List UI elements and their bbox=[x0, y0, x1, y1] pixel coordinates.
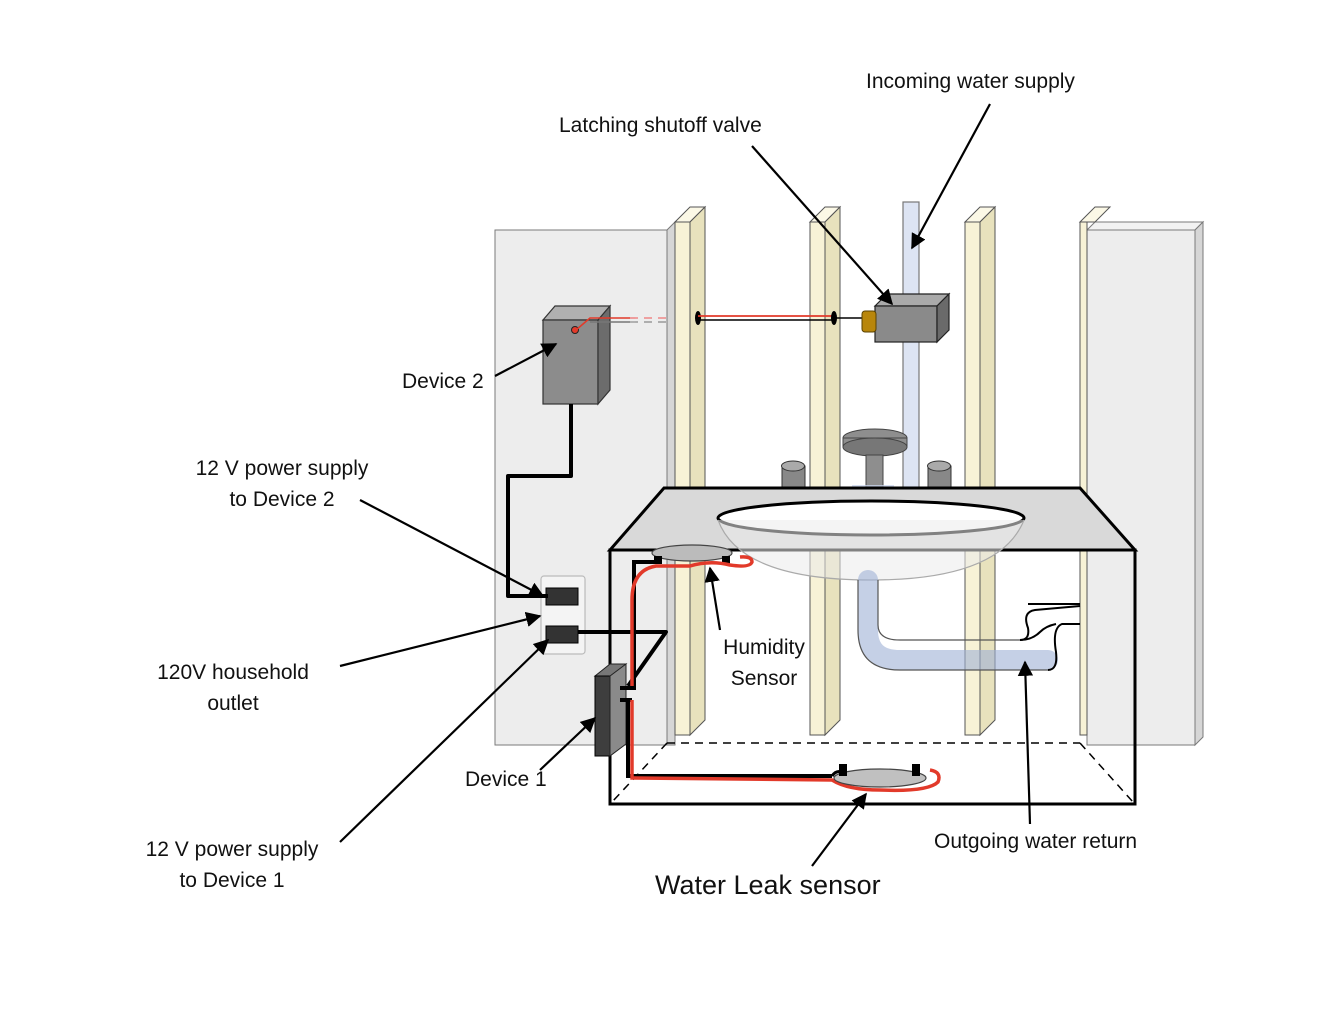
faucet-handle-left bbox=[781, 460, 806, 492]
latching-shutoff-valve bbox=[861, 292, 951, 344]
label-incoming-water-supply: Incoming water supply bbox=[866, 70, 1075, 93]
leader-outgoing-water bbox=[1017, 660, 1034, 825]
leader-leak-sensor bbox=[811, 792, 867, 867]
label-device-2: Device 2 bbox=[402, 370, 484, 393]
label-power-supply-device-1-line2: to Device 1 bbox=[179, 869, 285, 892]
leader-shutoff-valve bbox=[751, 145, 894, 306]
label-household-outlet-line2: outlet bbox=[207, 692, 259, 715]
wall-stud-1 bbox=[673, 205, 707, 737]
incoming-water-pipe bbox=[902, 201, 920, 489]
humidity-sensor bbox=[651, 544, 733, 564]
label-power-supply-device-2-line1: 12 V power supply bbox=[195, 457, 369, 480]
water-leak-sensor bbox=[833, 764, 927, 788]
label-outgoing-water-return: Outgoing water return bbox=[934, 830, 1138, 853]
power-wire-device-2 bbox=[506, 404, 573, 598]
label-humidity-sensor-line2: Sensor bbox=[730, 667, 798, 690]
wall-stud-3 bbox=[963, 205, 997, 737]
label-household-outlet: 120V household outlet bbox=[143, 657, 323, 719]
power-wire-device-1 bbox=[578, 630, 668, 688]
faucet-handle-right bbox=[927, 460, 952, 492]
wall-stud-2 bbox=[808, 205, 842, 737]
label-power-supply-device-1: 12 V power supply to Device 1 bbox=[132, 834, 332, 896]
device-2-box bbox=[541, 304, 612, 406]
leader-humidity-sensor bbox=[704, 566, 722, 631]
label-humidity-sensor: Humidity Sensor bbox=[714, 632, 814, 694]
label-water-leak-sensor: Water Leak sensor bbox=[655, 870, 881, 900]
wall-stud-4 bbox=[1078, 206, 1112, 736]
label-power-supply-device-2-line2: to Device 2 bbox=[229, 488, 335, 511]
label-power-supply-device-1-line1: 12 V power supply bbox=[145, 838, 319, 861]
household-outlet bbox=[540, 575, 586, 655]
label-latching-shutoff-valve: Latching shutoff valve bbox=[559, 114, 762, 137]
leader-power-device-1 bbox=[339, 638, 550, 843]
leader-outlet bbox=[339, 611, 542, 668]
leader-device-2 bbox=[494, 343, 558, 377]
leader-device-1 bbox=[539, 716, 597, 771]
right-wall-panel bbox=[1085, 220, 1205, 747]
leader-incoming-water bbox=[911, 103, 991, 250]
label-household-outlet-line1: 120V household bbox=[157, 661, 309, 684]
drain-pipe bbox=[857, 570, 1081, 671]
leader-power-device-2 bbox=[359, 499, 545, 597]
device-1-box bbox=[593, 663, 628, 757]
leader-lines bbox=[339, 103, 1034, 867]
valve-control-wire bbox=[575, 311, 862, 331]
label-power-supply-device-2: 12 V power supply to Device 2 bbox=[182, 453, 382, 515]
label-humidity-sensor-line1: Humidity bbox=[723, 636, 805, 659]
label-device-1: Device 1 bbox=[465, 768, 547, 791]
